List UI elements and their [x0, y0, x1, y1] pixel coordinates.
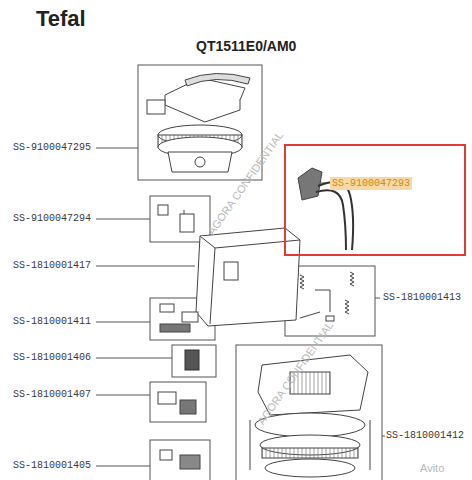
part-number: SS-1810001405: [12, 460, 92, 471]
brand-title: Tefal: [36, 6, 86, 32]
part-number: SS-9100047295: [12, 142, 92, 153]
highlight-box: SS-9100047293: [284, 144, 466, 256]
part-number: SS-1810001417: [12, 260, 92, 271]
part-number: SS-1810001411: [12, 316, 92, 327]
part-number: SS-1810001406: [12, 352, 92, 363]
part-number: SS-1810001413: [382, 292, 462, 303]
part-number: SS-9100047293: [330, 177, 412, 190]
part-number: SS-1810001412: [385, 430, 465, 441]
part-number: SS-9100047294: [12, 213, 92, 224]
model-number: QT1511E0/AM0: [196, 38, 296, 54]
watermark: Avito: [420, 462, 444, 474]
part-number: SS-1810001407: [12, 389, 92, 400]
